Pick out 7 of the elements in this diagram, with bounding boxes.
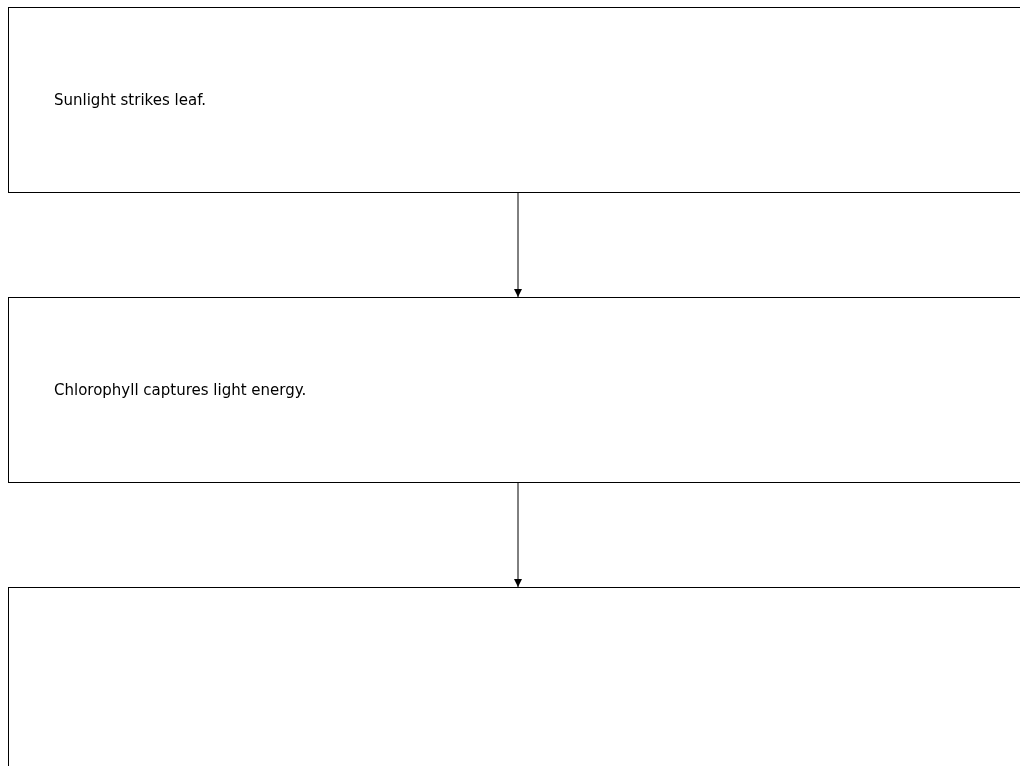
step-text: Sunlight strikes leaf. (54, 91, 207, 109)
empty-box (8, 587, 1020, 766)
arrow (514, 482, 522, 588)
step-text: Chlorophyll captures light energy. (54, 381, 307, 399)
arrow (514, 192, 522, 298)
process-box (8, 297, 1020, 483)
process-box (8, 7, 1020, 193)
